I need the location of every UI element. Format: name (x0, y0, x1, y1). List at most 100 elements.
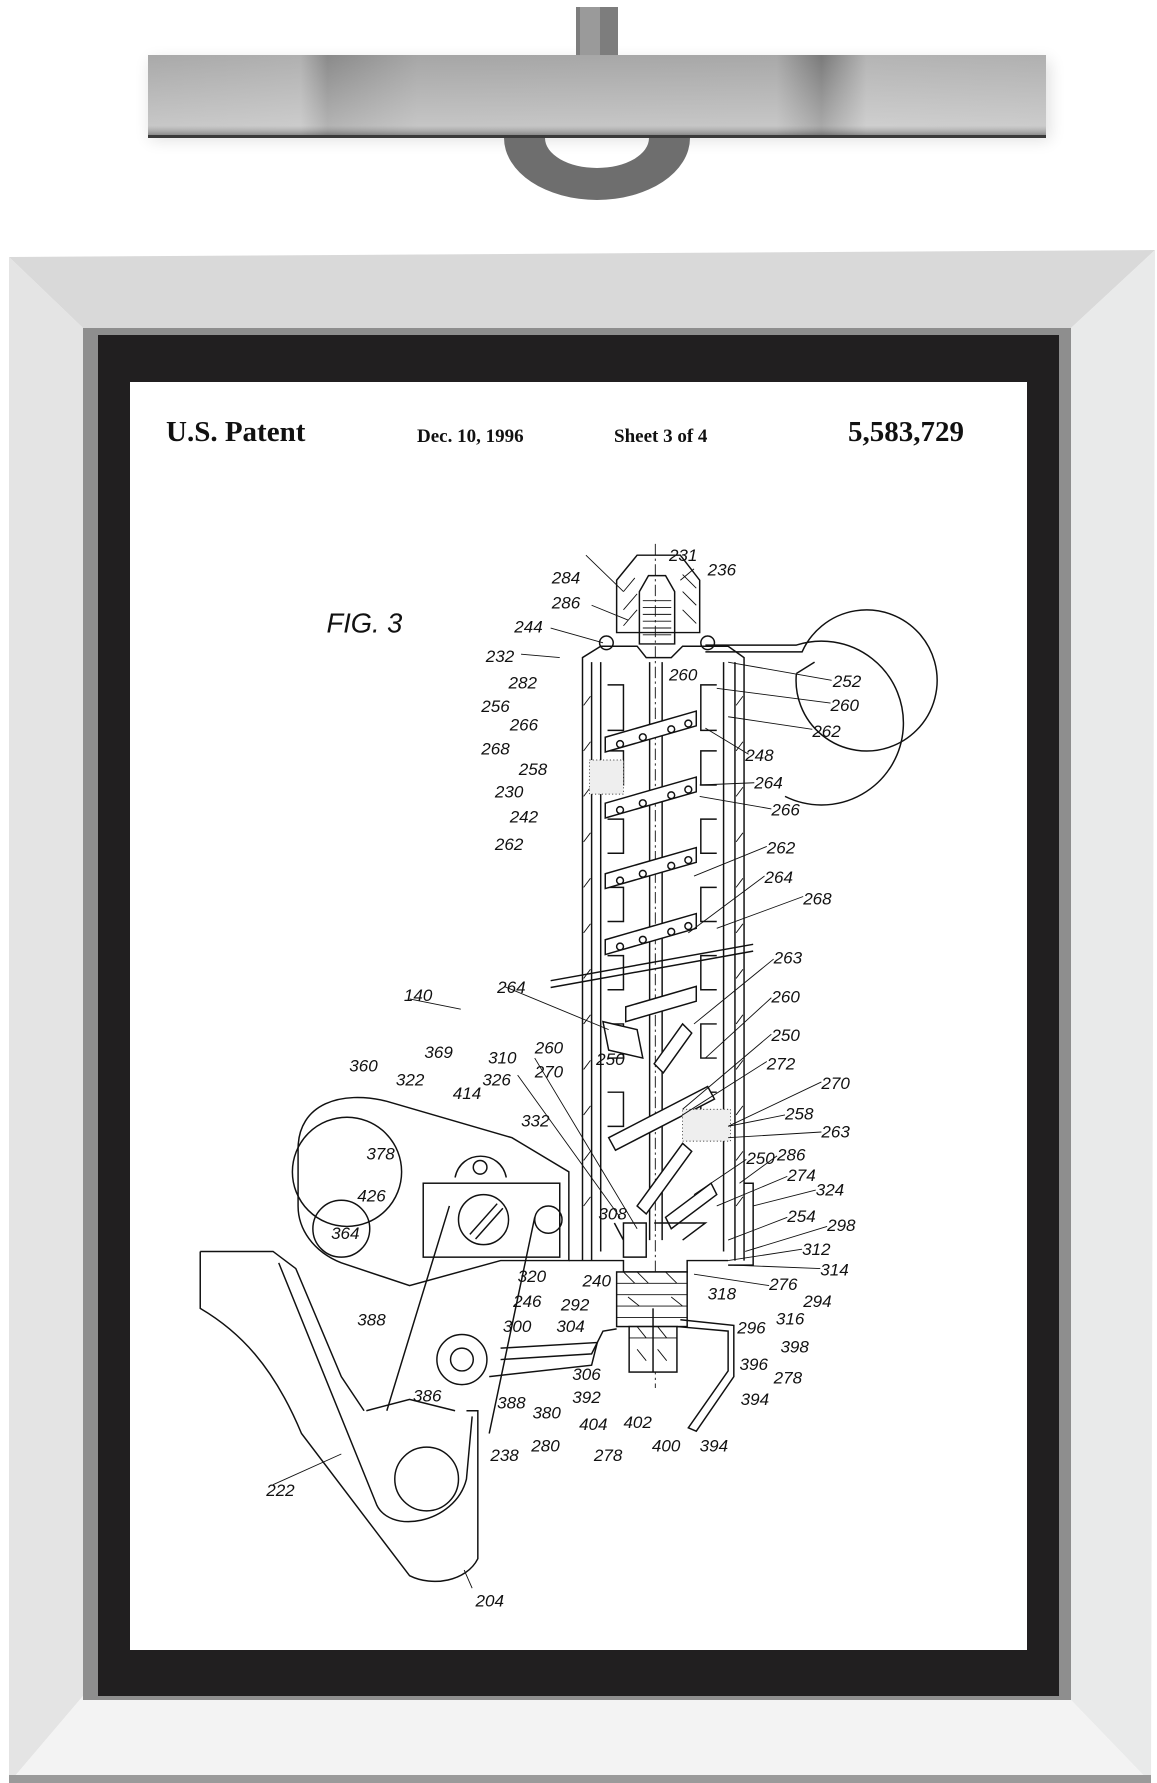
reference-numeral: 266 (770, 801, 800, 820)
reference-numeral: 264 (753, 773, 782, 792)
reference-numeral: 326 (482, 1070, 511, 1089)
figure-label: FIG. 3 (327, 608, 403, 639)
reference-numeral: 280 (530, 1437, 560, 1456)
reference-numeral: 260 (770, 987, 800, 1006)
reference-numeral: 282 (508, 673, 538, 692)
reference-numeral: 262 (766, 838, 796, 857)
reference-numeral: 316 (776, 1309, 805, 1328)
reference-numeral: 242 (509, 808, 539, 827)
reference-numeral: 263 (820, 1123, 850, 1142)
reference-numeral: 369 (424, 1043, 453, 1062)
reference-numeral: 320 (518, 1267, 547, 1286)
reference-numeral: 402 (623, 1413, 652, 1432)
reference-numeral: 284 (551, 569, 580, 588)
reference-numeral: 232 (485, 647, 515, 666)
reference-numeral: 238 (489, 1446, 519, 1465)
cylinder-assembly (550, 645, 754, 1266)
reference-numeral: 322 (396, 1070, 425, 1089)
hanger-ring (504, 138, 690, 200)
reference-numeral: 298 (826, 1216, 856, 1235)
reference-numeral: 246 (512, 1292, 542, 1311)
reference-numeral: 230 (494, 783, 524, 802)
patent-number: 5,583,729 (848, 416, 964, 448)
reference-numeral: 274 (786, 1166, 815, 1185)
reference-numeral: 380 (532, 1404, 561, 1423)
reference-numeral: 240 (582, 1272, 612, 1291)
reference-numeral: 324 (816, 1181, 844, 1200)
reference-numeral: 278 (593, 1446, 623, 1465)
reference-numeral: 236 (707, 561, 737, 580)
reference-numeral: 266 (509, 715, 539, 734)
reference-numeral: 304 (556, 1317, 584, 1336)
reference-numeral: 286 (551, 594, 581, 613)
reference-numeral: 248 (744, 746, 774, 765)
reference-numeral: 260 (534, 1039, 564, 1058)
reference-numeral: 300 (503, 1317, 532, 1336)
reference-numeral: 264 (764, 868, 793, 887)
reference-numeral: 294 (802, 1292, 831, 1311)
reference-numeral: 392 (572, 1388, 601, 1407)
reference-numeral: 310 (488, 1049, 517, 1068)
reference-numeral: 426 (357, 1186, 386, 1205)
picture-frame (9, 250, 1155, 1783)
paper (130, 382, 1027, 1650)
reference-numeral: 306 (572, 1365, 601, 1384)
reference-numeral: 414 (453, 1084, 481, 1103)
reference-numeral: 250 (595, 1050, 625, 1069)
reference-numeral: 398 (780, 1338, 809, 1357)
spring-plates (604, 710, 698, 1023)
reference-numeral: 263 (773, 949, 803, 968)
reference-numeral: 268 (480, 739, 510, 758)
reference-numeral: 140 (404, 986, 433, 1005)
patent-drawing: FIG. 3 (199, 543, 938, 1610)
reference-numeral: 292 (560, 1296, 590, 1315)
reference-numeral: 262 (494, 835, 524, 854)
picture-light (148, 7, 1050, 200)
reference-numeral: 394 (700, 1437, 728, 1456)
reference-numeral: 332 (521, 1111, 550, 1130)
reference-numeral: 404 (579, 1415, 607, 1434)
reference-numeral: 396 (740, 1355, 769, 1374)
reference-numeral: 314 (820, 1260, 848, 1279)
reference-numeral: 258 (784, 1104, 814, 1123)
reference-numeral: 258 (518, 760, 548, 779)
reference-numeral: 278 (773, 1368, 803, 1387)
reference-numeral: 296 (736, 1318, 766, 1337)
reference-numeral: 244 (513, 618, 542, 637)
reference-numeral: 262 (811, 722, 841, 741)
leader-lines (272, 554, 832, 1589)
reference-numeral: 260 (830, 696, 860, 715)
patent-sheet: Sheet 3 of 4 (614, 426, 708, 447)
patent-date: Dec. 10, 1996 (417, 426, 524, 447)
reference-numeral: 312 (802, 1240, 831, 1259)
reference-numeral: 254 (786, 1207, 815, 1226)
reference-numeral: 364 (331, 1224, 359, 1243)
reference-numeral: 378 (366, 1144, 395, 1163)
reference-numeral: 270 (534, 1062, 564, 1081)
reference-numeral: 308 (598, 1205, 627, 1224)
cap-fitting (598, 543, 716, 1388)
reference-numeral: 260 (668, 665, 698, 684)
valve-stack (500, 1259, 735, 1433)
reference-numeral: 250 (770, 1026, 800, 1045)
reference-numeral: 222 (265, 1481, 295, 1500)
reference-numeral: 286 (776, 1145, 806, 1164)
coil-tube (705, 609, 938, 806)
reference-numeral: 388 (357, 1310, 386, 1329)
reference-numeral: 252 (832, 672, 862, 691)
reference-numeral: 204 (475, 1591, 504, 1610)
reference-numeral: 318 (708, 1284, 737, 1303)
reference-numeral: 360 (349, 1057, 378, 1076)
patent-title: U.S. Patent (166, 416, 306, 448)
reference-numeral: 250 (745, 1149, 775, 1168)
reference-numeral: 231 (668, 546, 697, 565)
reference-numeral: 264 (496, 978, 525, 997)
reference-numeral: 394 (741, 1390, 769, 1409)
reference-numeral: 386 (413, 1387, 442, 1406)
bracket-mechanism (199, 1096, 599, 1583)
reference-numeral: 272 (766, 1054, 796, 1073)
reference-numeral: 276 (768, 1275, 798, 1294)
reference-numeral: 256 (480, 697, 510, 716)
reference-numeral: 268 (802, 889, 832, 908)
